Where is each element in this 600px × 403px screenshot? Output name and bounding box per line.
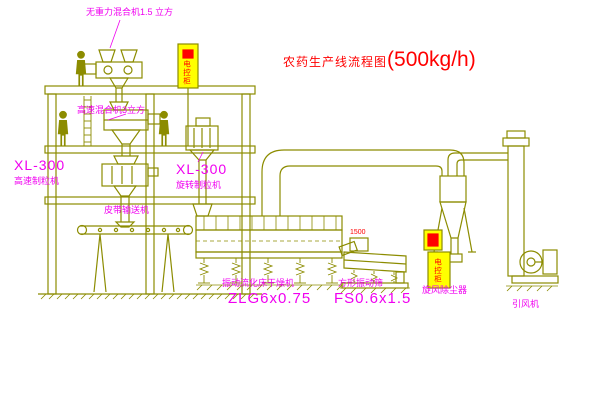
label-granulator-mid-model: XL-300 (176, 161, 228, 177)
ground-hatch-building (40, 293, 255, 300)
label-granulator-left-model: XL-300 (14, 157, 66, 173)
label-screen-model: FS0.6x1.5 (334, 290, 412, 307)
label-dryer-name: 振动流化床干燥机 (222, 278, 295, 288)
belt-conveyor (76, 224, 194, 293)
label-belt-conveyor: 皮带输送机 (104, 205, 150, 215)
granulator-mid (185, 117, 219, 217)
cabinet-c-text: 电控柜 (433, 258, 443, 284)
leader-lines (107, 19, 204, 163)
label-cyclone-name: 旋风除尘器 (422, 285, 468, 295)
label-dryer-model: ZLG6x0.75 (228, 290, 312, 307)
diagram-title: 农药生产线流程图(500kg/h) (283, 48, 476, 72)
title-capacity: (500kg/h) (387, 48, 476, 71)
label-gravity-mixer: 无重力混合机1.5 立方 (86, 7, 174, 17)
cyclone-separator (430, 152, 508, 263)
high-speed-mixer (103, 101, 161, 156)
control-cabinet-b (423, 229, 443, 251)
gravity-mixer (83, 49, 143, 102)
title-text: 农药生产线流程图 (283, 55, 388, 69)
granulator-left (101, 155, 159, 228)
label-screen-name: 方形振动筛 (338, 278, 384, 288)
control-cabinet-c (427, 251, 451, 289)
worker-icon (75, 50, 87, 87)
exhaust-duct (261, 149, 465, 216)
label-high-speed-mixer: 高速混合机3立方 (77, 105, 146, 115)
vibrating-screen (338, 237, 410, 294)
screen-dimension-text: 1500 (350, 229, 366, 236)
worker-icon (57, 110, 69, 147)
induced-draft-fan (506, 249, 559, 292)
label-granulator-left-name: 高速制粒机 (14, 176, 60, 186)
ladder (83, 96, 92, 146)
control-cabinet-a (177, 43, 199, 146)
label-granulator-mid-name: 旋转制粒机 (176, 180, 222, 190)
building-frame (38, 85, 262, 300)
label-fan-name: 引风机 (512, 299, 540, 309)
cabinet-a-text: 电控柜 (182, 60, 192, 86)
